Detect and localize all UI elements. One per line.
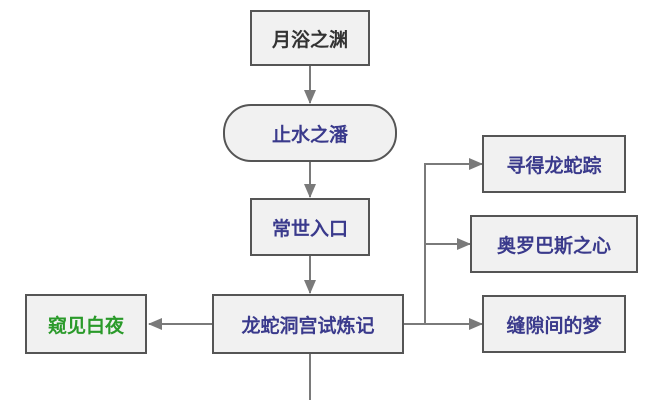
node-kuijian-baiye: 窥见白夜 [25, 294, 147, 354]
node-changshi-rukou: 常世入口 [250, 198, 370, 256]
node-fengxijian-demeng: 缝隙间的梦 [482, 295, 626, 353]
node-xunde-longshezong: 寻得龙蛇踪 [482, 135, 626, 193]
node-zhishui-zhipan: 止水之潘 [223, 104, 397, 162]
node-yueyu-zhiyuan: 月浴之渊 [250, 10, 370, 66]
node-longshe-donggong-shilianji: 龙蛇洞宫试炼记 [212, 294, 404, 354]
node-aoluobasi-zhixin: 奥罗巴斯之心 [470, 215, 638, 273]
